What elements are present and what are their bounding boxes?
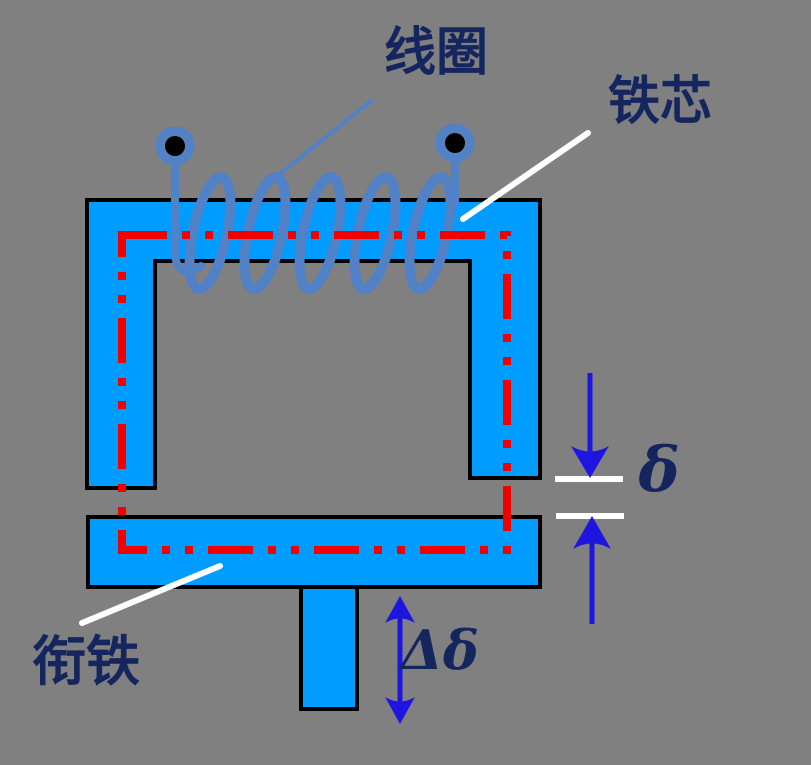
gap-symbol-label: δ [637,433,679,506]
core-label: 铁芯 [608,71,712,132]
coil-leader-line [268,99,373,184]
coil-turn [349,172,401,294]
flux-path-line [118,231,511,554]
armature-stem-shape [299,585,359,711]
coil-label: 线圈 [384,22,488,83]
gap-down-arrow [571,373,609,478]
right-terminal-dot [445,133,465,153]
gap-delta-arrow [385,596,415,724]
left-terminal-dot [165,136,185,156]
right-terminal-ring [435,123,475,163]
armature-leader-line [79,563,223,626]
left-terminal-ring [155,126,195,166]
core-leader-line [460,130,591,222]
gap-change-label: Δδ [398,618,479,682]
terminal-wire-left [171,146,205,276]
iron-core-shape [85,198,542,490]
armature-label: 衔铁 [32,629,140,693]
gap-up-arrow [573,516,611,624]
coil-turn [184,172,236,294]
